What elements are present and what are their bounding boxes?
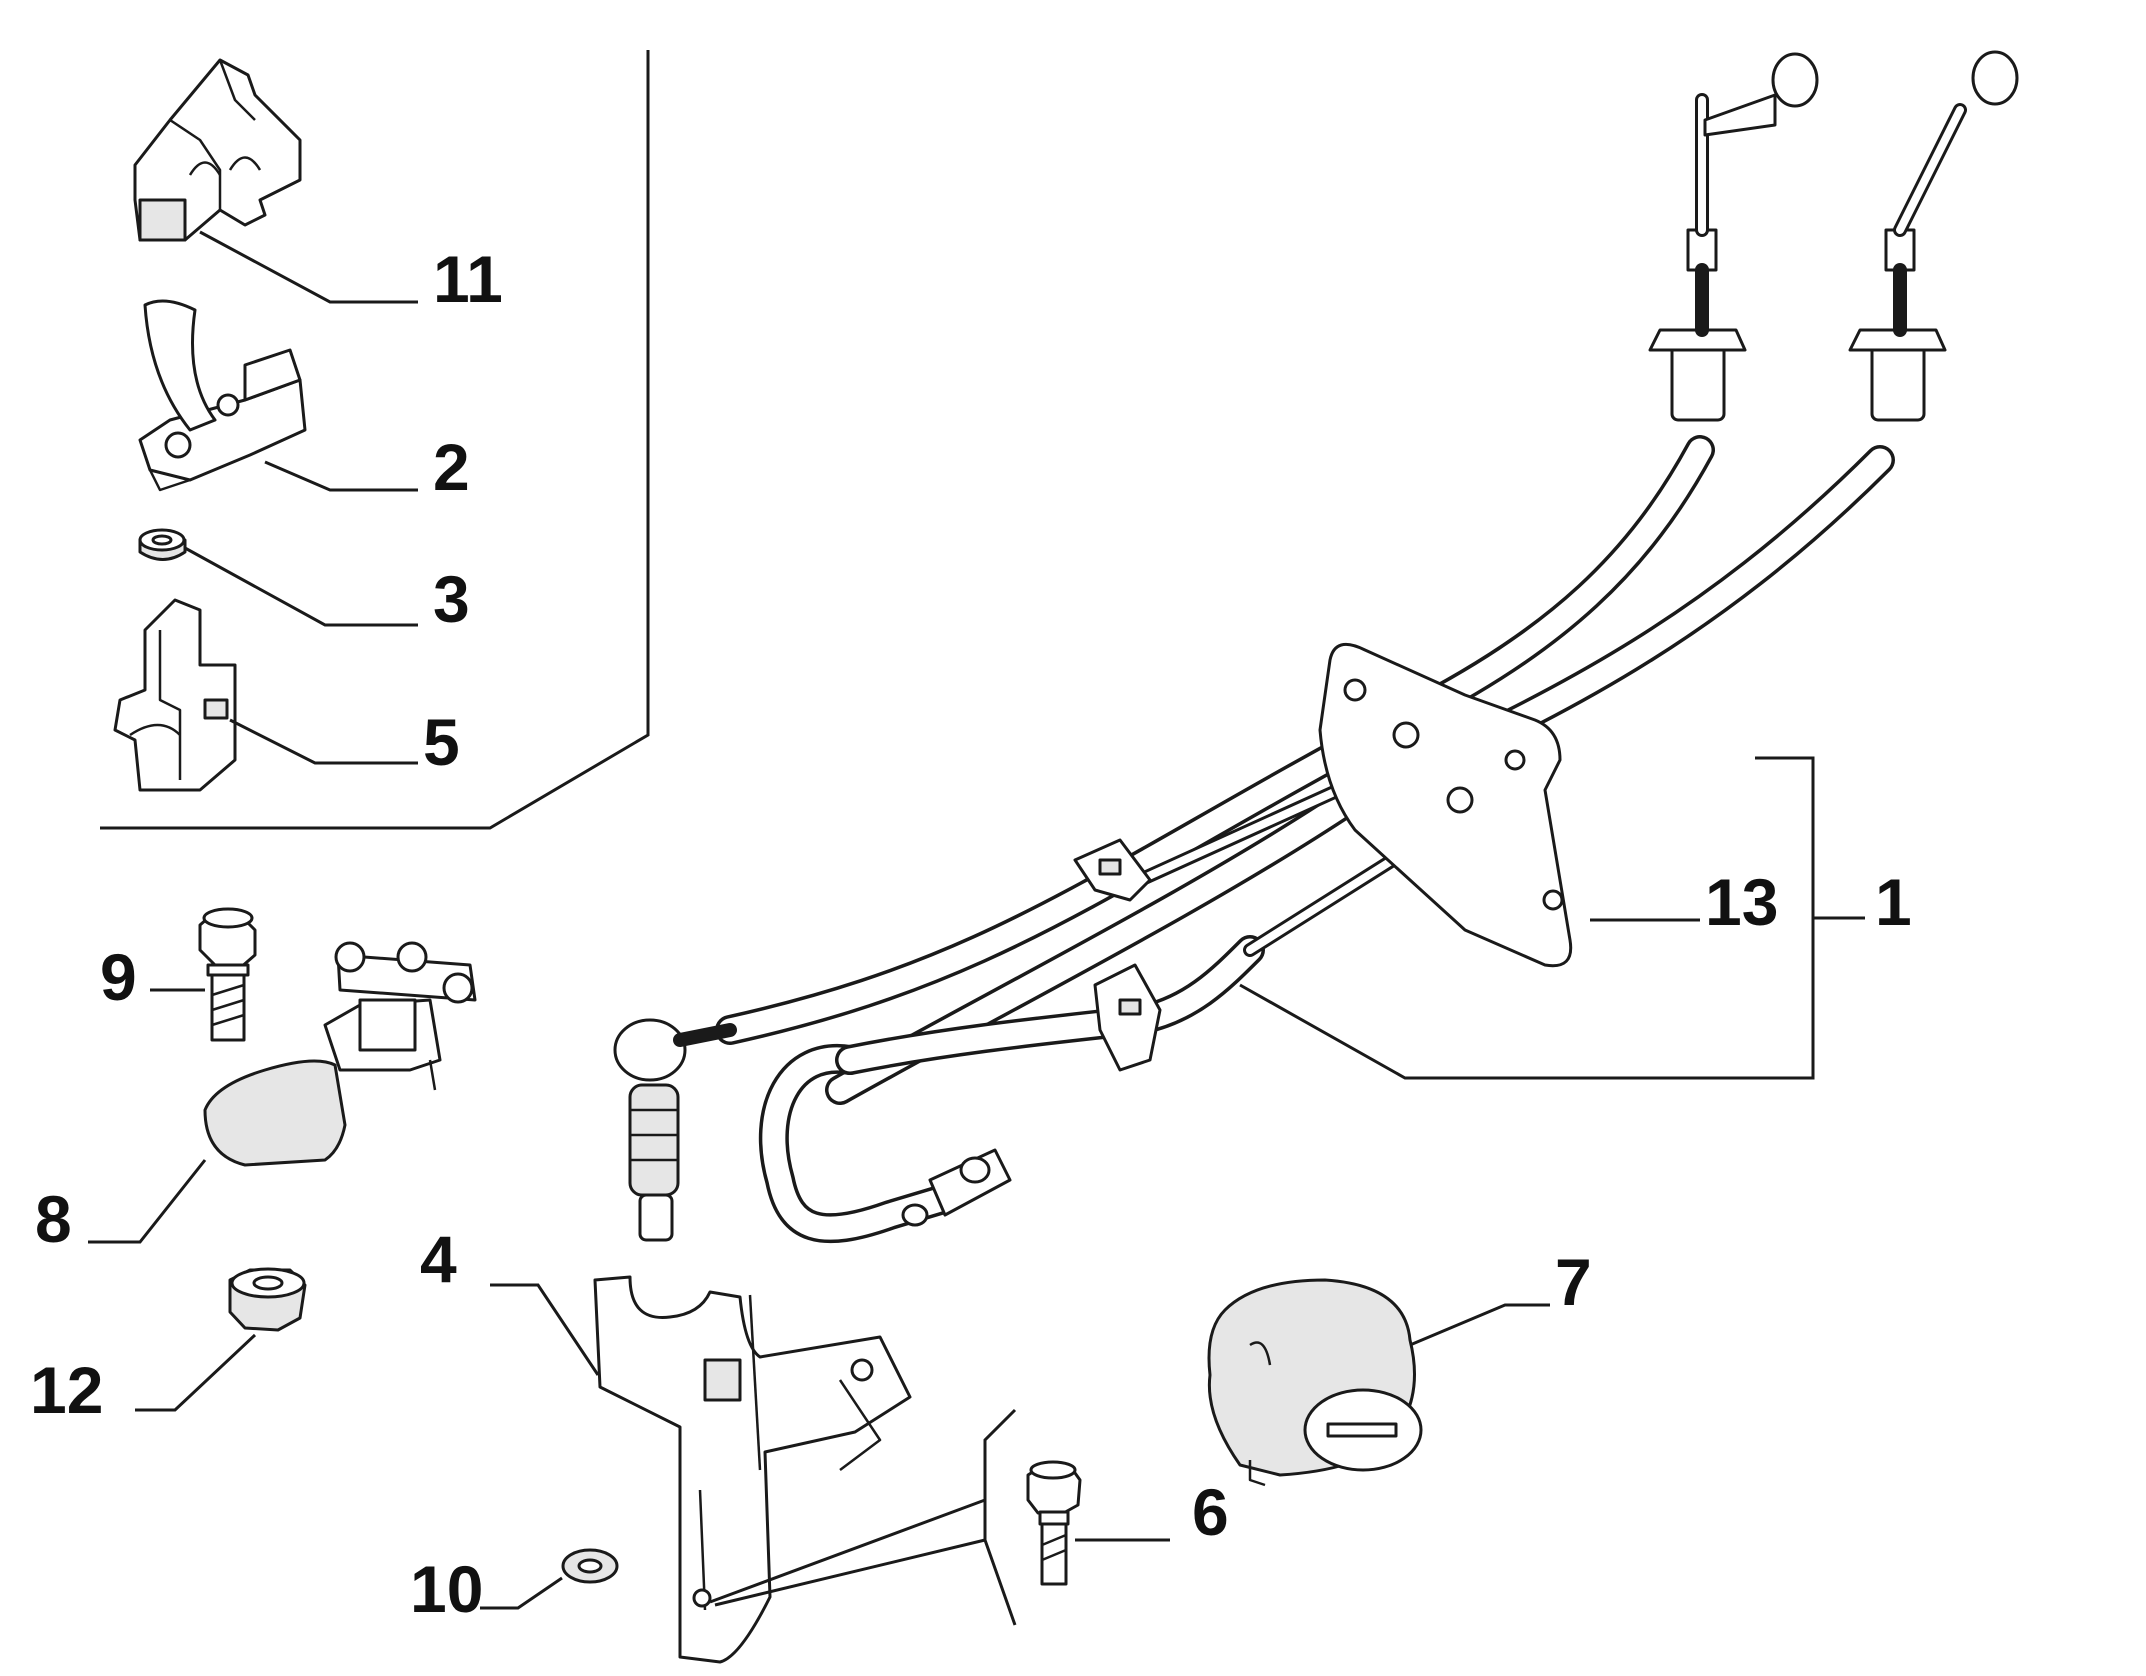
callout-4: 4 — [420, 1222, 457, 1296]
part-3-small-nut[interactable] — [138, 528, 187, 561]
callout-12: 12 — [30, 1353, 103, 1427]
cable-end-right[interactable] — [1848, 50, 2019, 422]
part-8-selector-lever[interactable] — [203, 941, 477, 1167]
callout-11: 11 — [433, 242, 503, 316]
callout-3: 3 — [433, 562, 470, 636]
cable-end-left[interactable] — [1648, 52, 1819, 422]
leader-6-bracket — [983, 1408, 1017, 1626]
leader-6-to-bracket-a — [709, 1498, 986, 1604]
part-11-clip[interactable] — [133, 58, 302, 242]
part-2-bracket-clip[interactable] — [138, 299, 307, 492]
callout-10: 10 — [410, 1552, 483, 1626]
callout-7: 7 — [1555, 1245, 1592, 1319]
cable-clamp-lower[interactable] — [1093, 963, 1162, 1072]
leader-5 — [229, 718, 418, 765]
leader-11 — [199, 230, 418, 304]
part-7-cable-boot[interactable] — [1207, 1278, 1423, 1487]
part-4-mounting-bracket[interactable] — [593, 1275, 912, 1664]
callout-13: 13 — [1705, 865, 1778, 939]
callout-2: 2 — [433, 430, 470, 504]
leader-2 — [264, 460, 418, 492]
leader-10 — [480, 1576, 563, 1610]
leader-3 — [184, 546, 418, 627]
leader-1-bracket — [1239, 756, 1815, 1080]
part-13-flange-plate[interactable] — [1318, 642, 1573, 968]
inset-frame-line — [100, 50, 650, 830]
leader-12 — [135, 1333, 257, 1412]
leader-7 — [1409, 1303, 1550, 1347]
callout-9: 9 — [100, 940, 137, 1014]
callout-6: 6 — [1192, 1475, 1229, 1549]
part-5-holder-clip[interactable] — [113, 598, 237, 792]
cable-lever-end[interactable] — [613, 1018, 737, 1242]
callout-8: 8 — [35, 1182, 72, 1256]
part-6-bolt[interactable] — [1026, 1460, 1082, 1586]
callout-5: 5 — [423, 705, 460, 779]
part-10-washer[interactable] — [561, 1548, 619, 1584]
part-1-cable-assembly[interactable] — [613, 50, 2019, 1244]
leader-6-to-bracket-b — [714, 1538, 986, 1607]
leader-8 — [88, 1159, 207, 1244]
callout-1: 1 — [1875, 865, 1912, 939]
part-12-hex-nut[interactable] — [228, 1267, 307, 1332]
cable-tube-fitting[interactable] — [901, 1148, 1012, 1227]
leader-4 — [490, 1283, 600, 1376]
part-9-bolt[interactable] — [198, 907, 257, 1042]
cable-clamp-upper[interactable] — [1073, 838, 1152, 902]
